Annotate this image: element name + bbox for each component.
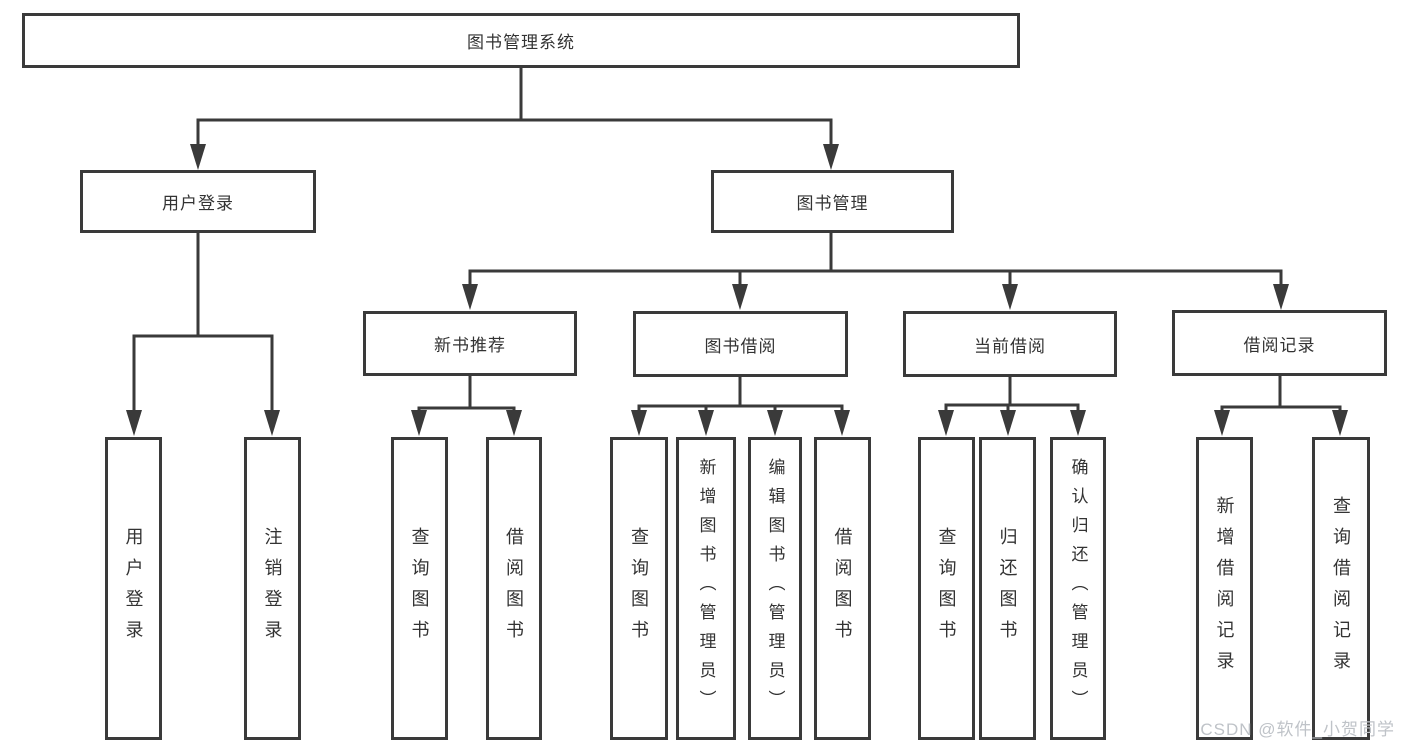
arrowhead-icon (1002, 284, 1018, 310)
node-root-system: 图书管理系统 (22, 13, 1020, 68)
leaf-logout: 注销登录 (244, 437, 301, 740)
arrowhead-icon (1214, 410, 1230, 436)
leaf-label: 查询图书 (409, 526, 430, 651)
leaf-borrow-books-2: 借阅图书 (814, 437, 871, 740)
node-current-borrowing: 当前借阅 (903, 311, 1117, 377)
leaf-label: 查询借阅记录 (1331, 495, 1351, 682)
arrowhead-icon (732, 284, 748, 310)
arrowhead-icon (126, 410, 142, 436)
leaf-query-books-2: 查询图书 (610, 437, 668, 740)
node-new-book-recommend: 新书推荐 (363, 311, 577, 376)
leaf-label: 查询图书 (936, 526, 957, 651)
csdn-watermark: CSDN @软件_小贺同学 (1200, 720, 1395, 739)
leaf-label: 编辑图书（管理员） (765, 458, 785, 719)
arrowhead-icon (631, 410, 647, 436)
leaf-query-books-3: 查询图书 (918, 437, 975, 740)
leaf-return-books: 归还图书 (979, 437, 1036, 740)
leaf-label: 查询图书 (629, 526, 649, 651)
leaf-borrow-books-1: 借阅图书 (486, 437, 542, 740)
arrowhead-icon (190, 144, 206, 170)
leaf-label: 归还图书 (997, 526, 1018, 651)
leaf-query-borrow-record: 查询借阅记录 (1312, 437, 1370, 740)
arrowhead-icon (462, 284, 478, 310)
arrowhead-icon (264, 410, 280, 436)
node-book-management-branch: 图书管理 (711, 170, 954, 233)
leaf-user-login: 用户登录 (105, 437, 162, 740)
leaf-confirm-return-admin: 确认归还（管理员） (1050, 437, 1106, 740)
leaf-label: 新增图书（管理员） (696, 458, 716, 719)
leaf-label: 注销登录 (262, 526, 283, 651)
leaf-query-books-1: 查询图书 (391, 437, 448, 740)
arrowhead-icon (1273, 284, 1289, 310)
leaf-label: 新增借阅记录 (1214, 495, 1235, 682)
arrowhead-icon (1332, 410, 1348, 436)
arrowhead-icon (1000, 410, 1016, 436)
leaf-label: 借阅图书 (504, 526, 524, 651)
arrowhead-icon (411, 410, 427, 436)
arrowhead-icon (938, 410, 954, 436)
arrowhead-icon (506, 410, 522, 436)
leaf-label: 确认归还（管理员） (1068, 458, 1088, 719)
leaf-add-books-admin: 新增图书（管理员） (676, 437, 736, 740)
arrowhead-icon (698, 410, 714, 436)
arrowhead-icon (823, 144, 839, 170)
node-user-login-branch: 用户登录 (80, 170, 316, 233)
leaf-add-borrow-record: 新增借阅记录 (1196, 437, 1253, 740)
leaf-label: 用户登录 (123, 526, 144, 651)
arrowhead-icon (767, 410, 783, 436)
arrowhead-icon (1070, 410, 1086, 436)
leaf-edit-books-admin: 编辑图书（管理员） (748, 437, 802, 740)
node-book-borrowing: 图书借阅 (633, 311, 848, 377)
arrowhead-icon (834, 410, 850, 436)
leaf-label: 借阅图书 (832, 526, 853, 651)
tree-edges (126, 68, 1348, 436)
node-borrowing-records: 借阅记录 (1172, 310, 1387, 376)
